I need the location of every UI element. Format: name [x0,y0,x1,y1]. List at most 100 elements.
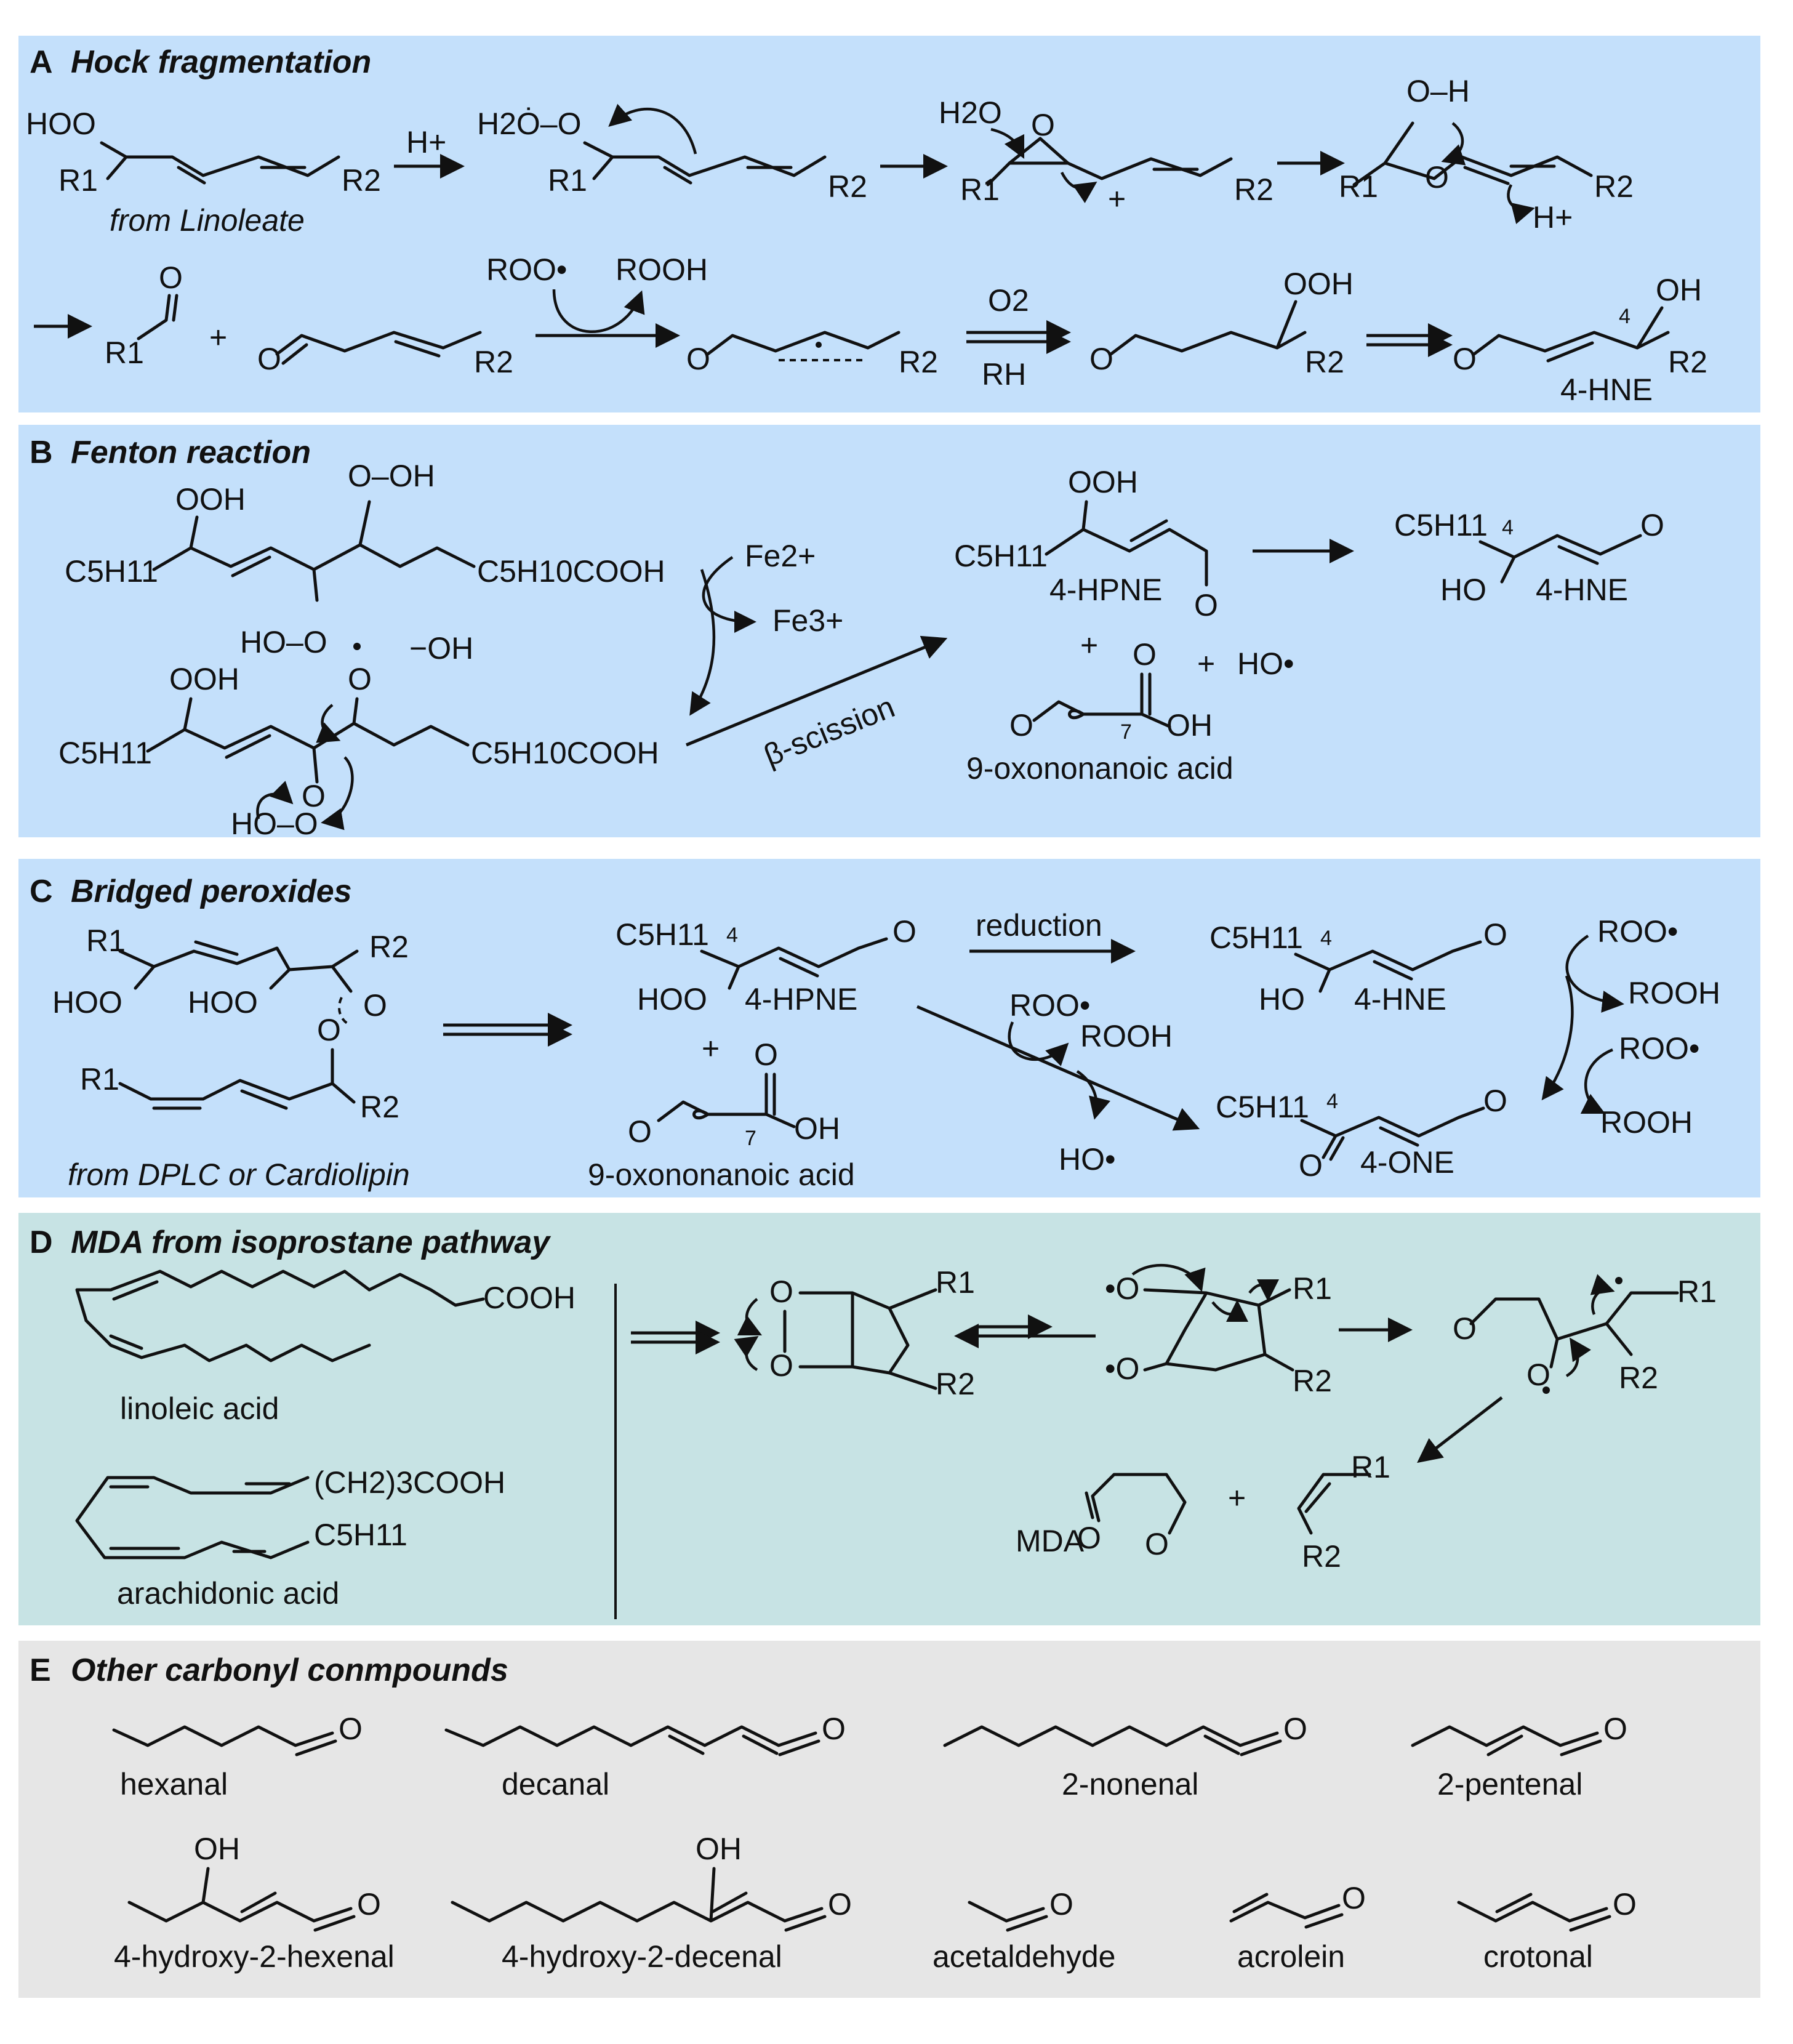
a-curly-arrow-4 [1441,122,1466,166]
c-lower-skeleton [118,1048,356,1104]
b-curly-1 [316,704,341,743]
b-fe2: Fe2+ [745,539,816,573]
c-one-o-left: O [1299,1148,1323,1183]
panel-a-title: Hock fragmentation [71,44,371,80]
c-locant-3: 4 [1326,1090,1338,1113]
a-enal-double [394,340,441,358]
e-nonenal-co [1240,1739,1282,1756]
a-aldehyde-r1 [137,294,178,340]
e-nonenal-skeleton [943,1725,1279,1747]
panel-d-title: MDA from isoprostane pathway [71,1225,552,1260]
a-hne-skeleton [1472,306,1670,356]
b-hpne-ooh: OOH [1068,465,1138,499]
panel-a: A Hock fragmentation HOO R1 R2 from Lino… [18,36,1760,412]
a-r2-label-7: R2 [1305,345,1344,379]
c-hne-o: O [1483,917,1507,952]
c-curly-ho [1076,1070,1110,1120]
panel-b-title: Fenton reaction [71,435,311,470]
d-c5h11: C5H11 [314,1518,407,1552]
e-nonenal-name: 2-nonenal [1062,1767,1198,1801]
a-curly-arrow-1 [608,103,697,155]
b-curly-2 [321,756,354,831]
b-curly-return [689,569,716,716]
e-decanal-skeleton [444,1725,817,1747]
d-r1-2: R1 [1293,1271,1332,1306]
c-arrow-diagonal [917,1005,1200,1131]
b-diperoxide-skeleton [152,500,476,602]
b-alkoxyl-skeleton [146,697,470,784]
e-nonenal-o: O [1283,1712,1307,1746]
c-hne-name: 4-HNE [1354,982,1446,1016]
c-curly-roo [1008,1021,1069,1066]
b-hpne-name: 4-HPNE [1049,573,1162,607]
b-c5h11-3: C5H11 [954,539,1048,573]
b-double-1 [231,555,271,577]
a-hne-locant: 4 [1619,305,1631,328]
a-hne-oh: OH [1656,273,1702,307]
a-rh-label: RH [982,357,1026,392]
a-hne-name: 4-HNE [1560,372,1653,407]
c-c5h11-1: C5H11 [616,917,709,952]
d-linoleic-acid-tail [367,1273,485,1307]
c-one-skeleton [1300,1106,1485,1161]
a-epoxide-o: O [1031,108,1055,142]
a-hemiacetal-double-1 [1463,166,1510,185]
d-open-skeleton [1469,1291,1679,1369]
b-c5h11-4: C5H11 [1394,508,1488,542]
panel-c-title: Bridged peroxides [71,874,352,909]
panel-d-letter: D [30,1225,53,1260]
c-from-dplc: from DPLC or Cardiolipin [68,1157,410,1192]
a-epoxide-chain [986,157,1233,187]
b-ho-o-1: HO–O [240,625,327,659]
b-hpne-o: O [1194,588,1218,622]
a-enal-skeleton [275,331,482,356]
a-ooh-label: OOH [1283,267,1354,301]
b-arrow-beta [686,635,948,747]
d-r1-4: R1 [1351,1450,1390,1484]
b-minus-oh: −OH [409,631,473,666]
a-r2-label-8: R2 [1668,345,1707,379]
d-curly-di-1 [1131,1264,1206,1292]
c-r2-1: R2 [369,930,409,964]
panel-e: E Other carbonyl conmpounds O hexanal O … [18,1641,1760,1998]
e-hde-double [711,1891,748,1913]
d-r2-2: R2 [1293,1364,1332,1398]
b-acid-o-top: O [1133,637,1157,672]
e-crotonal-name: crotonal [1483,1939,1593,1974]
b-o-oh-1: O–OH [348,459,435,493]
a-curly-arrow-2 [990,127,1025,159]
c-one-double [1379,1126,1419,1147]
b-c5h11-1: C5H11 [65,554,158,589]
c-hne-skeleton [1294,940,1482,993]
d-arachidonic-skeleton [75,1476,310,1559]
a-hydroperoxide-o: O [1089,342,1113,376]
e-hexanal-o: O [339,1712,363,1746]
d-o-rad-1: •O [1105,1271,1139,1306]
e-hde-o: O [828,1887,852,1921]
b-c5h10cooh-2: C5H10COOH [471,736,659,770]
a-p-double-1 [663,166,692,185]
a-r2-label-6: R2 [899,345,938,379]
a-hemiacetal-o: O [1425,160,1449,195]
c-curly-right-2 [1541,975,1574,1101]
c-r1-1: R1 [86,923,126,958]
b-hpne-double [1129,519,1168,542]
c-roo-rad-2: ROO• [1597,914,1678,949]
b-hne-double [1557,545,1599,565]
a-plus-1: + [209,320,227,355]
a-h-plus-reagent: H+ [406,125,446,159]
e-hde-name: 4-hydroxy-2-decenal [502,1939,782,1974]
panel-b-background [18,425,1760,837]
d-curly-di-3 [1248,1279,1279,1302]
c-oxononanoic: 9-oxononanoic acid [588,1157,855,1192]
b-fe3: Fe3+ [772,603,843,638]
c-peroxide-bridge [338,997,351,1026]
d-o-rad-2: •O [1105,1351,1139,1386]
b-o-rad: O [348,662,372,696]
a-enal-o: O [257,342,281,376]
d-open-o-2: O [1526,1358,1550,1392]
a-r1-label-4: R1 [1339,169,1378,204]
c-hpne-skeleton [700,937,888,990]
b-locant-4: 4 [1502,516,1514,539]
